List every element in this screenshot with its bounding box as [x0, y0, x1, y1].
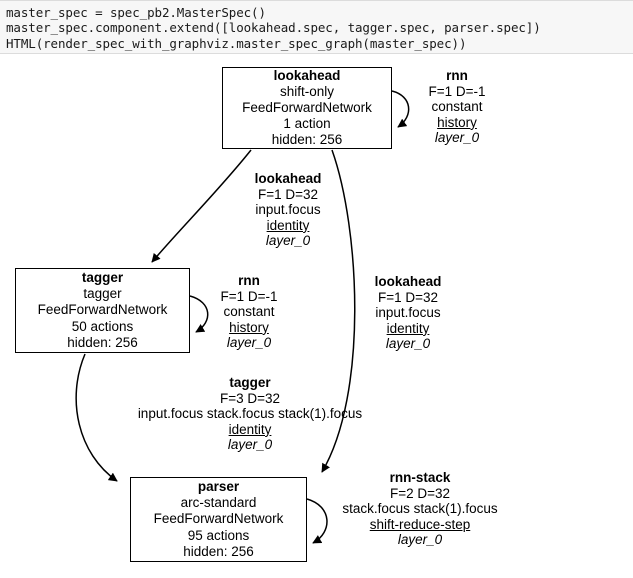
- node-tagger-hidden: hidden: 256: [67, 334, 138, 350]
- edge-label-layer: layer_0: [385, 336, 431, 352]
- edge-label-network: shift-reduce-step: [369, 516, 471, 532]
- node-parser-hidden: hidden: 256: [183, 543, 254, 559]
- edge-label-features: input.focus: [255, 202, 321, 218]
- edge-lookahead-to-tagger: [151, 149, 252, 263]
- edge-rnn-tagger-self: [189, 295, 209, 333]
- edge-label-features: stack.focus stack(1).focus: [342, 501, 498, 517]
- code-line-3: HTML(render_spec_with_graphviz.master_sp…: [6, 35, 467, 51]
- node-parser-transition-system: arc-standard: [180, 495, 257, 511]
- node-tagger[interactable]: tagger tagger FeedForwardNetwork 50 acti…: [15, 268, 190, 353]
- edge-rnn-lookahead-self: [391, 90, 410, 128]
- edge-label-fd: F=1 D=-1: [428, 83, 486, 99]
- code-line-1: master_spec = spec_pb2.MasterSpec(): [6, 5, 266, 20]
- edge-label-layer: layer_0: [226, 335, 272, 351]
- edge-label-layer: layer_0: [265, 233, 311, 249]
- node-lookahead-hidden: hidden: 256: [271, 132, 343, 148]
- edge-tagger-to-parser: [75, 353, 118, 482]
- edge-label-layer: layer_0: [397, 532, 443, 548]
- edge-label-layer: layer_0: [434, 130, 480, 146]
- edge-label-fd: F=3 D=32: [219, 390, 281, 406]
- edge-label-fd: F=1 D=32: [377, 289, 439, 305]
- edge-label-fd: F=2 D=32: [389, 485, 451, 501]
- node-tagger-transition-system: tagger: [83, 286, 122, 302]
- edge-label-rnn-stack-parser-self: rnn-stack F=2 D=32 stack.focus stack(1).…: [320, 470, 520, 548]
- node-lookahead-actions: 1 action: [283, 116, 331, 132]
- node-lookahead[interactable]: lookahead shift-only FeedForwardNetwork …: [222, 67, 392, 149]
- edge-label-rnn-tagger-self: rnn F=1 D=-1 constant history layer_0: [205, 273, 293, 351]
- node-parser[interactable]: parser arc-standard FeedForwardNetwork 9…: [130, 477, 307, 562]
- edge-lookahead-to-parser: [321, 149, 356, 473]
- node-lookahead-network: FeedForwardNetwork: [242, 99, 372, 115]
- code-cell[interactable]: master_spec = spec_pb2.MasterSpec() mast…: [0, 0, 633, 54]
- edge-label-tagger-to-parser: tagger F=3 D=32 input.focus stack.focus …: [136, 375, 364, 453]
- edge-layer: [75, 90, 410, 544]
- edge-label-rnn-lookahead-self: rnn F=1 D=-1 constant history layer_0: [403, 68, 511, 146]
- edge-label-features: input.focus: [375, 305, 441, 321]
- edge-label-fd: F=1 D=32: [257, 186, 319, 202]
- edge-label-features: constant: [223, 304, 275, 320]
- master-spec-graph: lookahead shift-only FeedForwardNetwork …: [0, 54, 633, 578]
- edge-label-fd: F=1 D=-1: [220, 288, 278, 304]
- edge-label-title: rnn-stack: [389, 470, 451, 485]
- node-tagger-actions: 50 actions: [71, 318, 134, 334]
- node-lookahead-transition-system: shift-only: [279, 83, 335, 99]
- edge-label-layer: layer_0: [227, 437, 273, 453]
- edge-rnn-stack-parser-self: [306, 498, 328, 544]
- node-parser-actions: 95 actions: [187, 527, 250, 543]
- edge-label-network: identity: [228, 421, 272, 437]
- edge-label-title: rnn: [446, 68, 468, 83]
- edge-label-title: lookahead: [374, 274, 442, 289]
- node-tagger-network: FeedForwardNetwork: [37, 302, 168, 318]
- edge-label-network: identity: [266, 217, 310, 233]
- edge-label-title: rnn: [238, 273, 260, 288]
- node-parser-title: parser: [197, 478, 240, 494]
- node-lookahead-title: lookahead: [273, 67, 341, 83]
- edge-label-network: history: [437, 114, 477, 130]
- node-parser-network: FeedForwardNetwork: [153, 511, 284, 527]
- code-line-2: master_spec.component.extend([lookahead.…: [6, 20, 541, 36]
- edge-label-lookahead-to-parser: lookahead F=1 D=32 input.focus identity …: [357, 274, 459, 352]
- edge-label-lookahead-to-tagger: lookahead F=1 D=32 input.focus identity …: [236, 171, 340, 249]
- edge-label-title: lookahead: [254, 171, 322, 186]
- edge-label-title: tagger: [229, 375, 271, 390]
- edge-label-features: input.focus stack.focus stack(1).focus: [137, 406, 363, 422]
- edge-label-network: history: [229, 319, 269, 335]
- node-tagger-title: tagger: [81, 269, 124, 285]
- edge-label-features: constant: [431, 99, 483, 115]
- edge-label-network: identity: [386, 320, 430, 336]
